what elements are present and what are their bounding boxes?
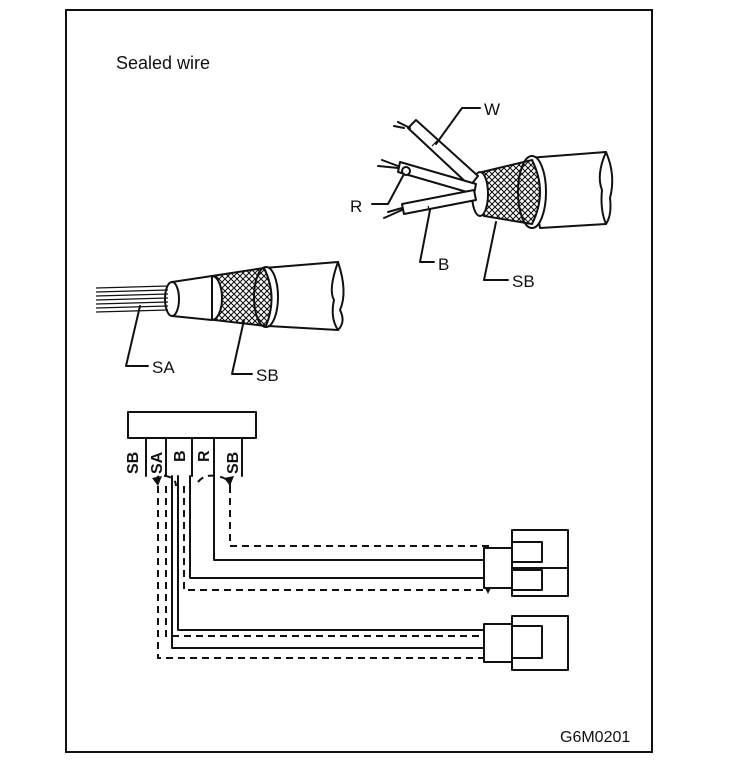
shield-junction-left bbox=[152, 476, 162, 486]
label-strand: SA bbox=[152, 358, 175, 377]
leader-strand bbox=[125, 305, 149, 367]
single-core-cable bbox=[95, 261, 345, 331]
three-wire-cable bbox=[377, 119, 614, 229]
red-wire bbox=[397, 161, 477, 195]
figure-title: Sealed wire bbox=[116, 53, 210, 73]
leader-white bbox=[435, 107, 481, 145]
pin-label-4: R bbox=[196, 450, 213, 462]
label-red: R bbox=[350, 197, 362, 216]
pin-label-1: SB bbox=[125, 452, 142, 474]
black-wire bbox=[401, 189, 477, 215]
shield-junction-right bbox=[224, 476, 234, 486]
connector-bottom bbox=[483, 615, 569, 671]
label-shield-left: SB bbox=[256, 366, 279, 385]
leader-black bbox=[419, 209, 435, 263]
pin-label-5: SB bbox=[225, 452, 242, 474]
pin-label-3: B bbox=[172, 450, 189, 462]
leader-red bbox=[371, 173, 405, 205]
label-white: W bbox=[484, 100, 500, 119]
connector-block bbox=[127, 411, 257, 477]
figure-code: G6M0201 bbox=[560, 729, 630, 746]
label-shield-top: SB bbox=[512, 272, 535, 291]
label-black: B bbox=[438, 255, 449, 274]
wire-runs bbox=[171, 475, 485, 649]
pin-label-2: SA bbox=[149, 451, 166, 474]
connector-top bbox=[483, 529, 569, 597]
leader-shield-left bbox=[231, 319, 253, 375]
leader-shield-top bbox=[483, 221, 509, 281]
white-wire bbox=[407, 119, 479, 187]
stranded-conductor bbox=[95, 285, 169, 313]
